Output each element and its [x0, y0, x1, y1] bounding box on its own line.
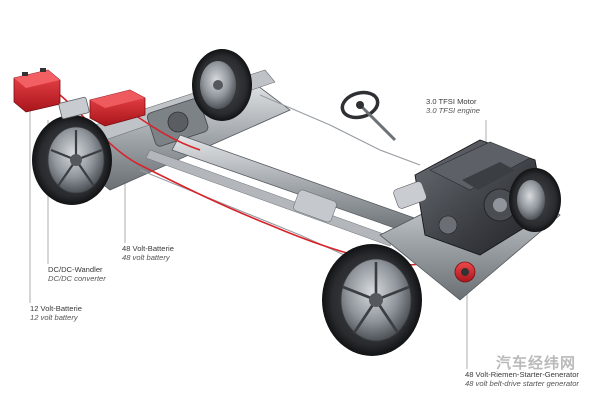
label-12v-battery: 12 Volt-Batterie 12 volt battery	[30, 304, 82, 322]
12v-battery	[13, 68, 61, 113]
belt-starter-generator	[454, 261, 476, 283]
rear-right-wheel	[192, 49, 252, 121]
label-belt-starter-generator: 48 Volt-Riemen-Starter-Generator 48 volt…	[465, 370, 579, 388]
label-dcdc-de: DC/DC-Wandler	[48, 265, 103, 274]
label-dcdc-converter: DC/DC-Wandler DC/DC converter	[48, 265, 106, 283]
label-48v-battery-de: 48 Volt-Batterie	[122, 244, 174, 253]
label-12v-battery-en: 12 volt battery	[30, 313, 78, 322]
label-engine-de: 3.0 TFSI Motor	[426, 97, 477, 106]
label-engine: 3.0 TFSI Motor 3.0 TFSI engine	[426, 97, 480, 115]
engine-block	[393, 139, 546, 256]
driveshaft	[145, 134, 421, 247]
watermark: 汽车经纬网	[496, 354, 577, 372]
front-right-wheel	[509, 168, 561, 232]
rear-left-wheel	[32, 115, 112, 205]
label-48v-battery-en: 48 volt battery	[122, 253, 170, 262]
label-12v-battery-de: 12 Volt-Batterie	[30, 304, 82, 313]
front-left-wheel	[322, 244, 422, 356]
label-engine-en: 3.0 TFSI engine	[426, 106, 481, 115]
dcdc-converter	[58, 96, 90, 120]
48v-battery	[89, 89, 146, 127]
label-bsg-en: 48 volt belt-drive starter generator	[465, 379, 579, 388]
steering-wheel	[340, 90, 397, 142]
label-dcdc-en: DC/DC converter	[48, 274, 106, 283]
label-bsg-de: 48 Volt-Riemen-Starter-Generator	[465, 370, 579, 379]
label-48v-battery: 48 Volt-Batterie 48 volt battery	[122, 244, 174, 262]
